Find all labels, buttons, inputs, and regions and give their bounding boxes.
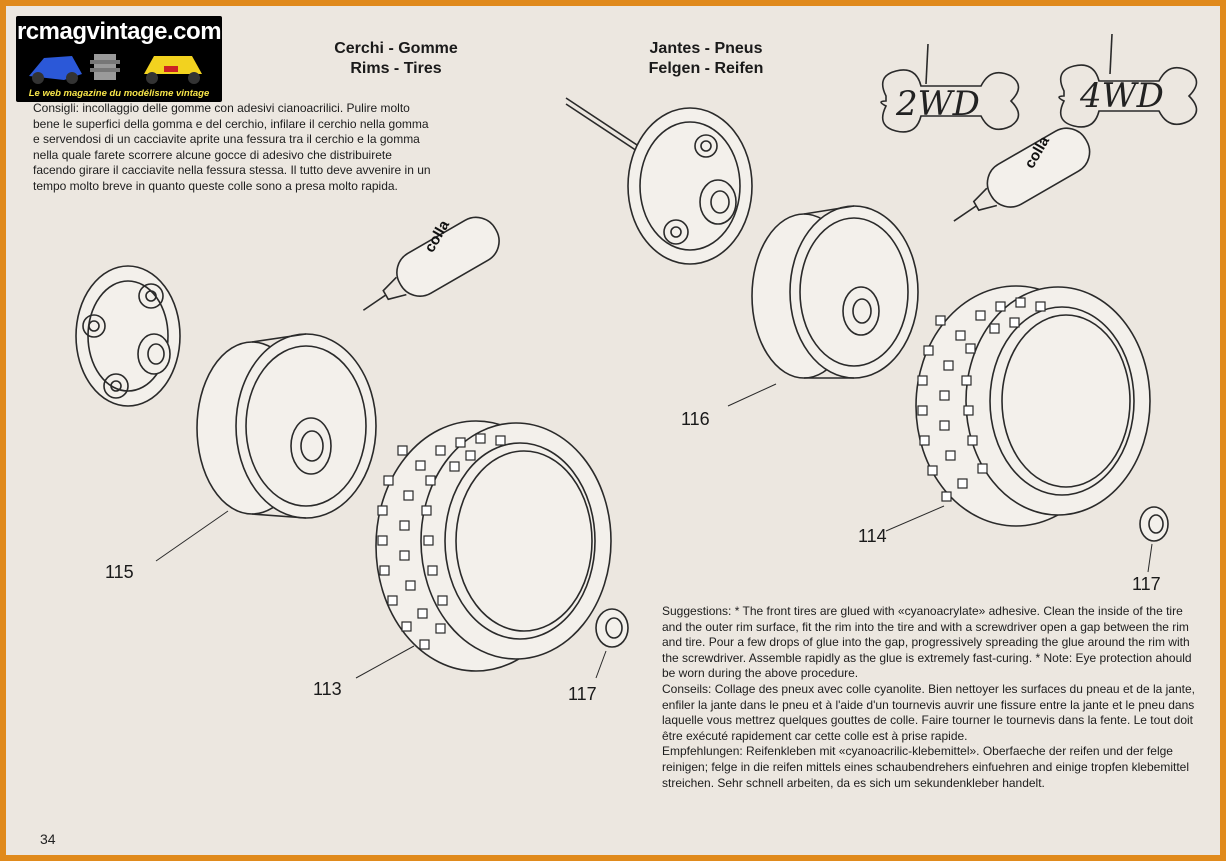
glue-bottle-right	[953, 127, 1091, 222]
italian-instructions: Consigli: incollaggio delle gomme con ad…	[33, 101, 431, 193]
tire-114-knobs	[917, 297, 1046, 502]
part-label-117-right: 117	[1132, 574, 1161, 594]
manual-page: rcmagvintage.com Le web magazine du modé…	[6, 6, 1220, 855]
title-right-line2: Felgen - Reifen	[648, 60, 764, 77]
part-label-115: 115	[105, 562, 134, 582]
site-logo[interactable]: rcmagvintage.com Le web magazine du modé…	[16, 16, 222, 102]
part-label-114: 114	[858, 526, 887, 546]
page-number: 34	[40, 831, 56, 847]
right-hub-carrier	[565, 97, 753, 265]
rim-115	[155, 333, 377, 562]
french-instructions: Conseils: Collage des pneux avec colle c…	[662, 681, 1195, 743]
glue-bottle-left	[362, 216, 500, 311]
handwritten-2wd: 2WD	[896, 84, 980, 124]
part-label-113: 113	[313, 679, 342, 699]
title-right-line1: Jantes - Pneus	[649, 40, 763, 57]
part-label-116: 116	[681, 409, 710, 429]
title-left-line1: Cerchi - Gomme	[334, 40, 458, 57]
title-left: Cerchi - Gomme Rims - Tires	[326, 39, 466, 79]
title-right: Jantes - Pneus Felgen - Reifen	[636, 39, 776, 79]
english-instructions: Suggestions: * The front tires are glued…	[662, 604, 1192, 681]
logo-vehicles-icon	[29, 54, 202, 84]
tire-113-knobs	[377, 433, 506, 650]
nut-117-left	[595, 608, 629, 679]
german-instructions: Empfehlungen: Reifenkleben mit «cyanoacr…	[662, 744, 1189, 790]
logo-site-name: rcmagvintage.com	[16, 18, 222, 45]
logo-tagline: Le web magazine du modélisme vintage	[28, 88, 210, 99]
exploded-wheel-diagram	[75, 33, 1198, 679]
multilingual-instructions: Suggestions: * The front tires are glued…	[662, 604, 1202, 791]
left-hub-carrier	[75, 265, 181, 407]
rim-116	[727, 205, 919, 407]
title-left-line2: Rims - Tires	[350, 60, 442, 77]
bone-2wd	[880, 69, 1020, 133]
bone-4wd	[1058, 64, 1198, 128]
handwritten-4wd: 4WD	[1080, 76, 1164, 116]
tire-113	[355, 420, 612, 679]
nut-117-right	[1139, 506, 1169, 573]
part-label-117-left: 117	[568, 684, 597, 704]
